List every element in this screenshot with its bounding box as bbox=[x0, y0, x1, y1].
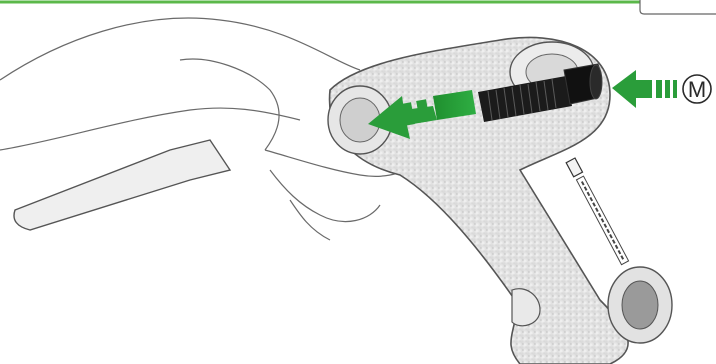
insert-direction-arrow bbox=[612, 70, 677, 108]
callout-letter: M bbox=[688, 77, 706, 102]
page-top-rule bbox=[0, 0, 716, 14]
brand-logo bbox=[566, 158, 629, 265]
callout-m: M bbox=[683, 75, 711, 103]
wrench-handle bbox=[14, 140, 230, 230]
